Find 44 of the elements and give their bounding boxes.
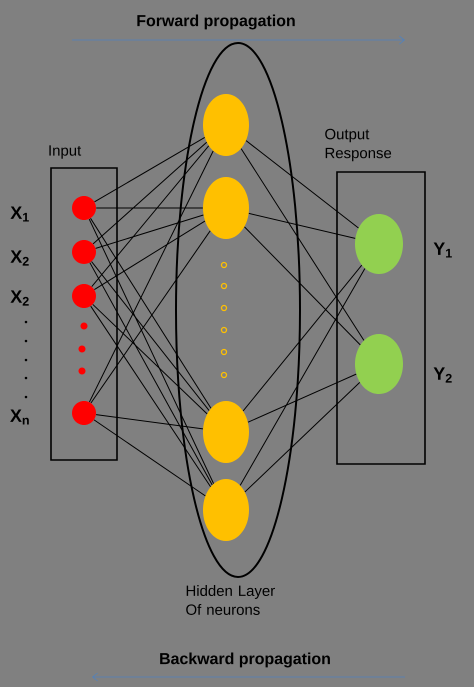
connection-line [89,262,213,486]
connection-line [94,419,206,496]
neuron-circle [355,334,403,394]
connection-line [96,414,204,430]
neuron-circle [72,284,96,308]
connection-line [92,142,208,244]
variable-label: X$_{n}$ [10,410,29,424]
variable-label: X$_{1}$ [10,206,29,222]
connection-line [246,140,359,229]
neuron-circle [203,401,249,463]
layer-box: Input [49,145,118,461]
neuron-circle [355,214,403,274]
neuron-circle [72,401,96,425]
connection-line [240,148,364,341]
connection-line [92,304,208,414]
connection-line [240,268,366,486]
direction-label: Backward propagation [160,652,330,668]
connection-line [88,150,214,403]
connection-line [95,214,204,249]
connection-line [94,136,206,202]
node-label: Output Response [325,128,392,162]
neuron-circle [203,177,249,239]
node-label: Hidden Layer Of neurons [186,585,275,615]
variable-label: X$_{2}$ [10,290,29,306]
node-label: Input [49,145,82,159]
connection-line [91,145,210,288]
connection-line [244,226,361,346]
neuron-circle [203,479,249,541]
neuron-circle [72,240,96,264]
connection-line [248,212,356,239]
connection-line [244,382,360,492]
connection-line [242,264,362,412]
connection-line [90,306,212,488]
variable-label: X$_{2}$ [10,250,29,266]
variable-label: Y$_{1}$ [434,242,452,258]
direction-label: Forward propagation [137,14,295,30]
neuron-circle [203,94,249,156]
connection-line [88,218,214,484]
variable-label: Y$_{2}$ [434,367,452,383]
connection-line [248,374,357,423]
connection-line [94,220,206,290]
neuron-circle [72,196,96,220]
connection-line [91,261,210,412]
layer-box: Output Response [325,128,426,465]
